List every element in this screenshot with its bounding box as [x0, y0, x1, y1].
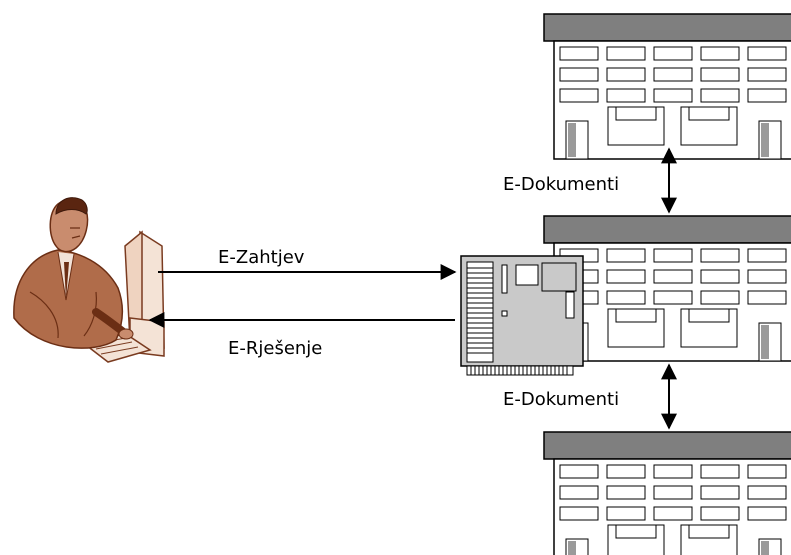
server-board-icon [460, 255, 584, 376]
documents-label-bottom: E-Dokumenti [503, 389, 619, 410]
user-at-computer-icon [13, 197, 165, 363]
documents-label-top: E-Dokumenti [503, 174, 619, 195]
office-building-icon [543, 13, 791, 160]
building-bottom [543, 431, 791, 555]
office-building-icon [543, 431, 791, 555]
response-label: E-Rješenje [228, 338, 322, 359]
request-label: E-Zahtjev [218, 247, 305, 268]
building-top [543, 13, 791, 160]
